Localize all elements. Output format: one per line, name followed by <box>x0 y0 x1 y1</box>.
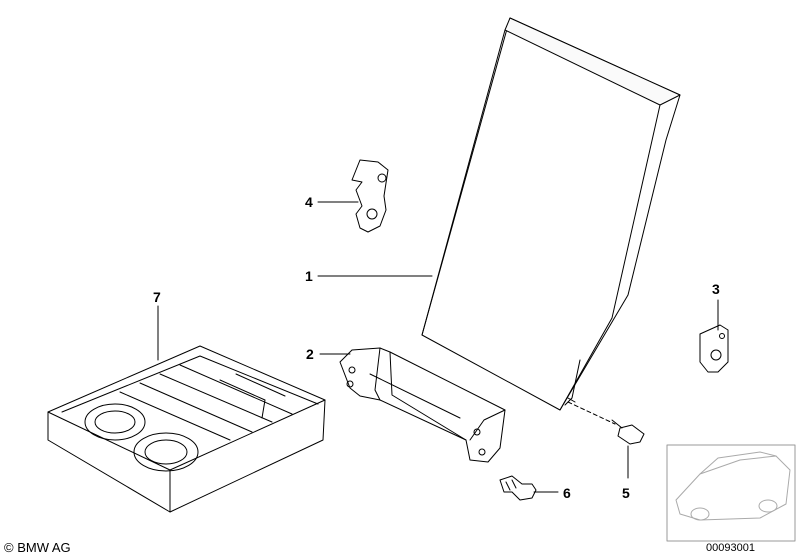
callout-7: 7 <box>153 289 161 305</box>
part-5-bolt[interactable] <box>611 419 645 445</box>
part-6-screw[interactable] <box>499 475 537 501</box>
part-4-latch[interactable] <box>351 159 389 233</box>
car-thumbnail <box>666 444 796 542</box>
part-2-hinge[interactable] <box>339 347 506 463</box>
part-1-backrest[interactable] <box>421 17 681 411</box>
callout-5: 5 <box>622 485 630 501</box>
copyright-label: © BMW AG <box>4 540 71 555</box>
callout-6: 6 <box>563 485 571 501</box>
part-7-cupholder[interactable] <box>47 345 326 513</box>
part-3-bracket[interactable] <box>699 324 729 373</box>
diagram-code: 00093001 <box>706 542 755 554</box>
assembly-line <box>567 401 616 425</box>
callout-2: 2 <box>306 346 314 362</box>
callout-1: 1 <box>305 268 313 284</box>
callout-4: 4 <box>305 194 313 210</box>
callout-3: 3 <box>712 281 720 297</box>
